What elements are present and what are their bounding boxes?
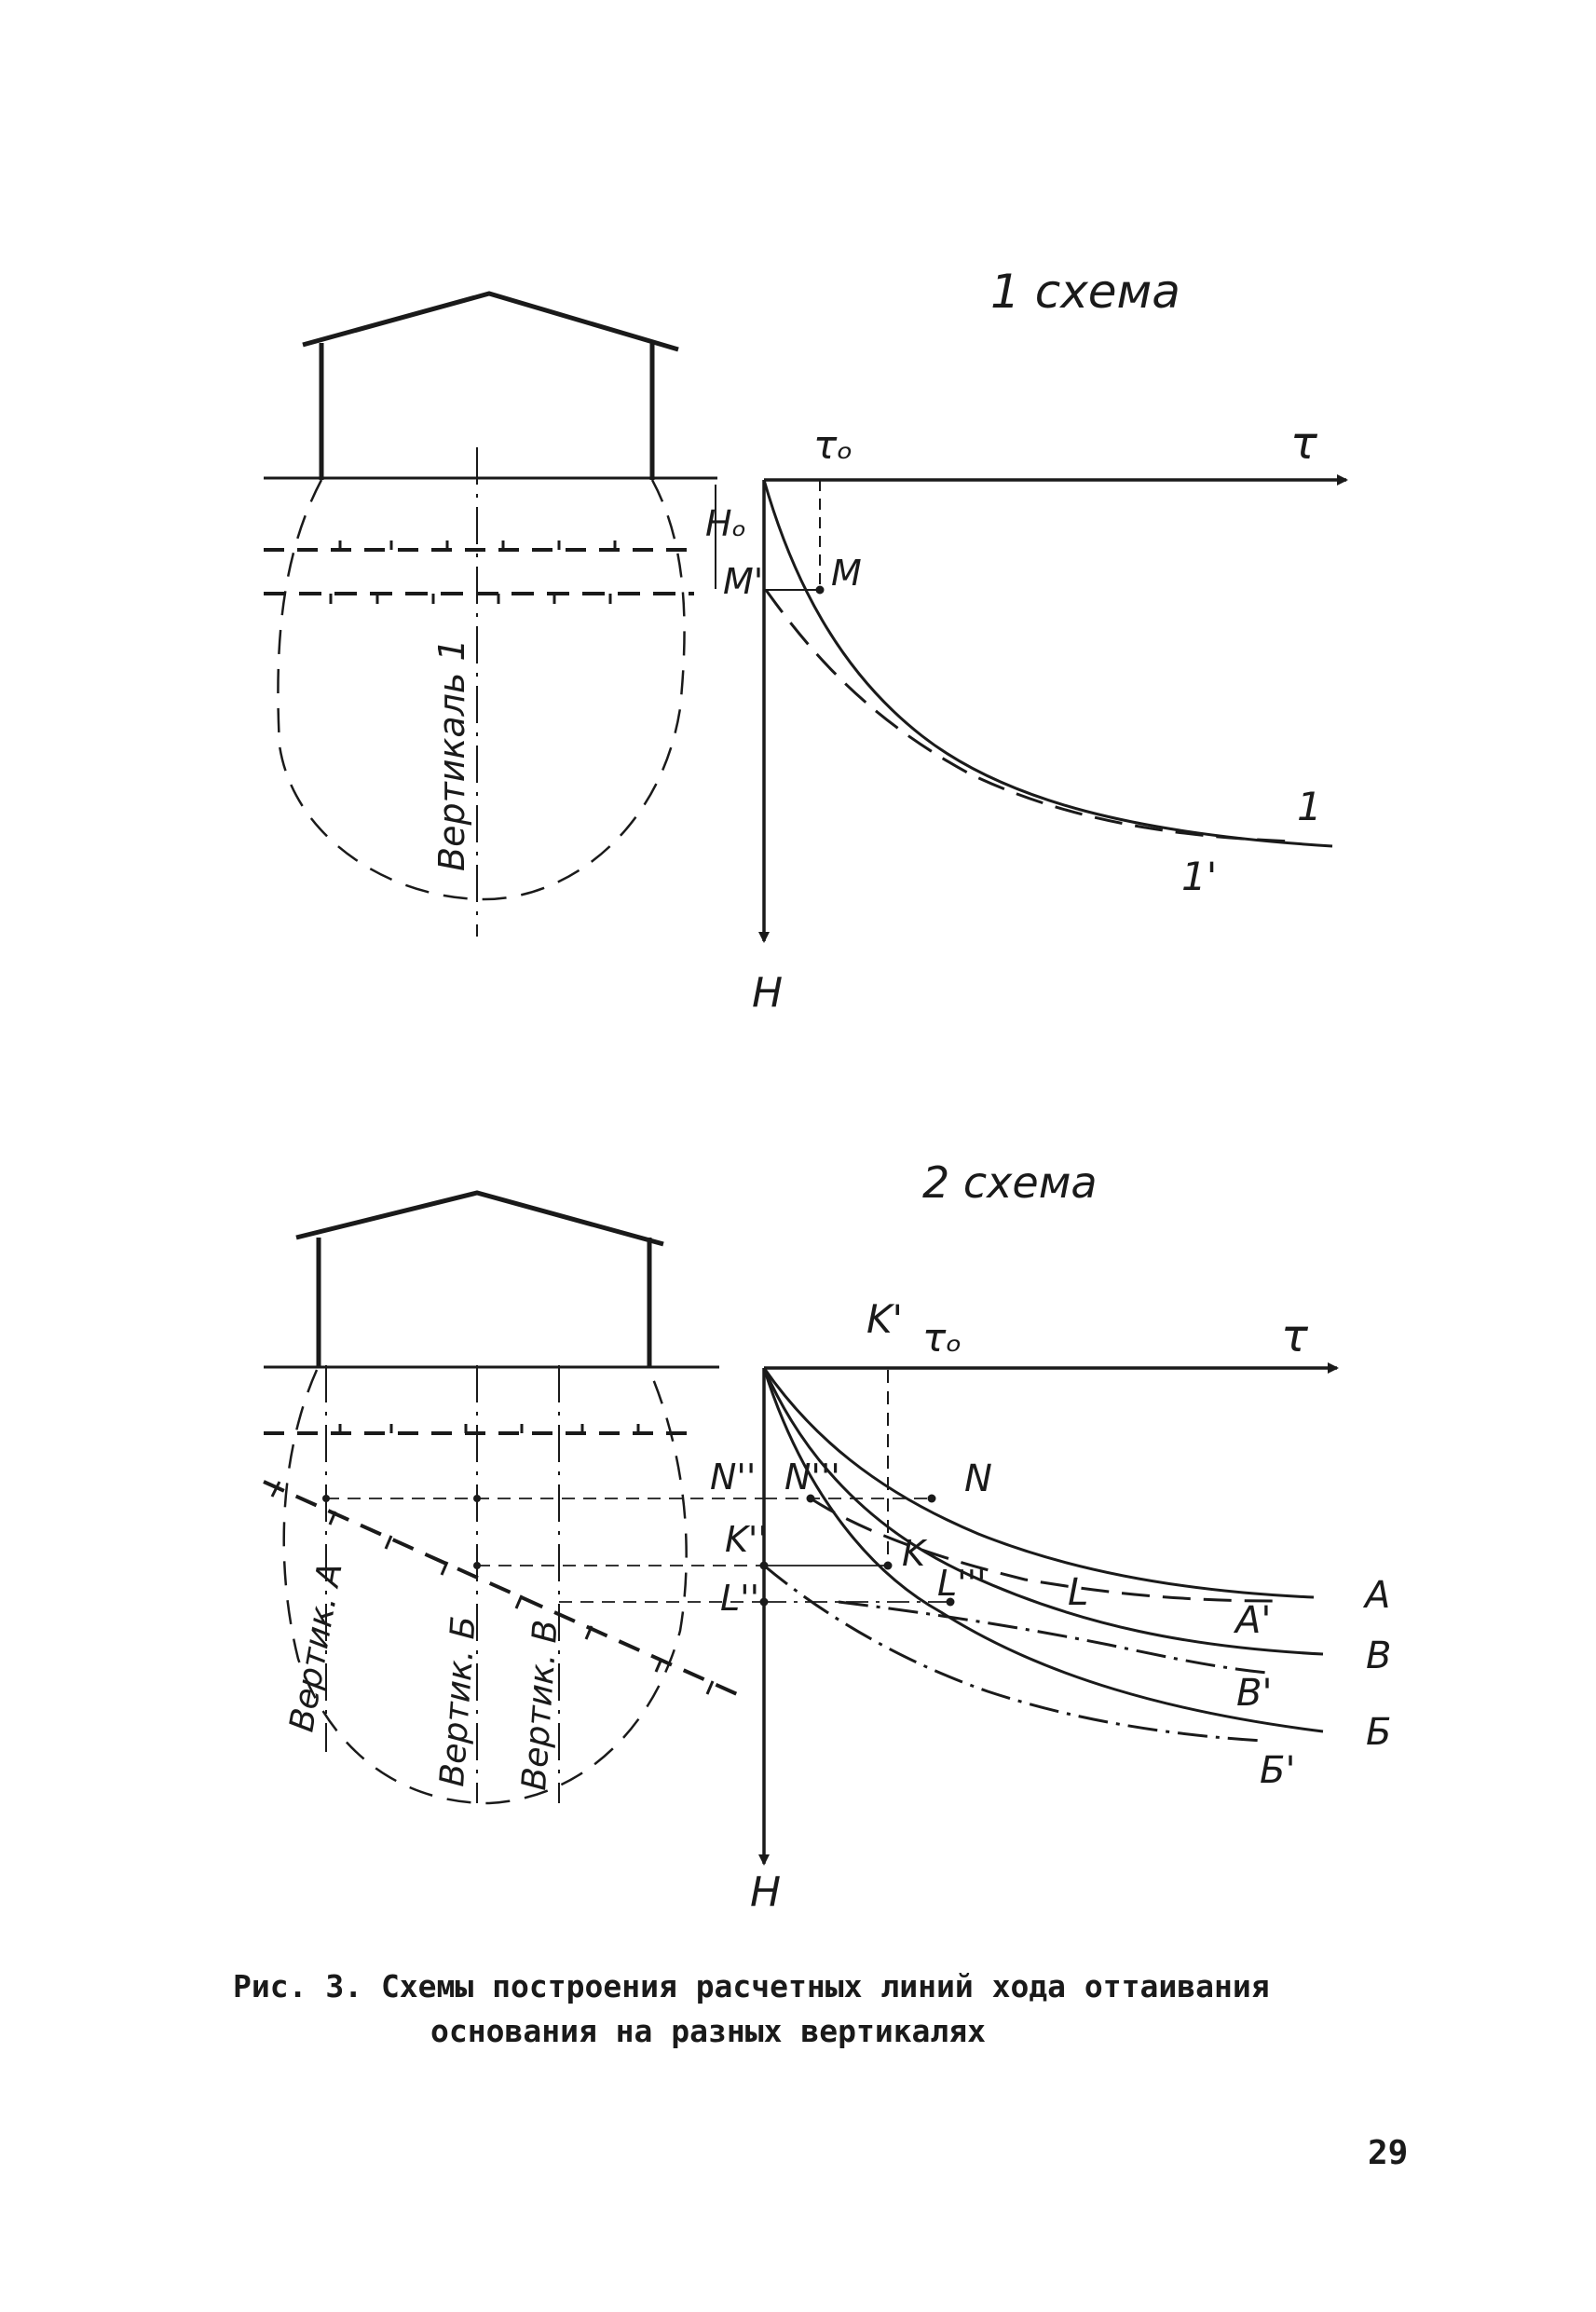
- curve-b-prime-label: Б': [1260, 1749, 1295, 1792]
- caption-line-1: Рис. 3. Схемы построения расчетных линий…: [233, 1968, 1270, 2004]
- n-label: N: [964, 1457, 992, 1500]
- vertical-v-label: Вертик. В: [515, 1619, 566, 1792]
- curve-a-prime: [810, 1497, 1277, 1603]
- k-prime-label: K': [866, 1296, 903, 1342]
- vertical-a-label: Вертик. А: [282, 1560, 349, 1735]
- l3-label: L''': [937, 1563, 987, 1604]
- curve-1-prime-label: 1': [1181, 854, 1217, 899]
- vertical-1-label: Вертикаль 1: [431, 638, 472, 871]
- k2-label: K'': [725, 1519, 768, 1560]
- projection-lines-2: [326, 1498, 764, 1603]
- frost-lines-1: [264, 548, 694, 595]
- house-2: [295, 1190, 664, 1367]
- scheme-2-tau-label: τ: [1281, 1310, 1309, 1362]
- curve-v-prime-label: В': [1236, 1672, 1272, 1715]
- scheme-2: [263, 1190, 1339, 1866]
- scheme-1: [264, 291, 1348, 943]
- scheme-1-h-label: H: [752, 969, 783, 1017]
- scheme-1-title: 1 схема: [990, 265, 1180, 319]
- curve-v: [762, 1367, 1324, 1656]
- scheme-1-tau0-label: τₒ: [813, 422, 853, 468]
- curve-b: [762, 1367, 1324, 1733]
- scheme-2-h-label: H: [750, 1868, 781, 1916]
- curve-a-label: А: [1362, 1574, 1390, 1617]
- frost-ticks-1: [329, 540, 617, 604]
- vertical-b-label: Вертик. Б: [433, 1615, 484, 1788]
- scheme-2-title: 2 схема: [922, 1157, 1098, 1208]
- n2-label: N'': [710, 1457, 756, 1498]
- scheme-2-tau0-label: τₒ: [922, 1315, 962, 1361]
- curve-b-label: Б: [1366, 1711, 1391, 1754]
- k-label: K: [902, 1533, 928, 1574]
- frost-ticks-2b: [270, 1481, 715, 1695]
- curve-1-prime: [764, 589, 1296, 843]
- house-1: [302, 291, 679, 480]
- point-m-prime-label: M': [723, 561, 763, 602]
- points-2: [322, 1494, 955, 1607]
- n3-label: N''': [784, 1457, 840, 1498]
- frost-line-2b: [263, 1480, 746, 1700]
- thaw-bowl-1: [277, 479, 686, 901]
- point-m-label: M: [831, 553, 862, 594]
- caption-line-2: основания на разных вертикалях: [430, 2013, 987, 2049]
- point-m-dot: [815, 585, 825, 595]
- figure-caption: Рис. 3. Схемы построения расчетных линий…: [233, 1964, 1444, 2054]
- frost-ticks-2a: [338, 1424, 640, 1433]
- page-number: 29: [1368, 2134, 1409, 2172]
- l-label: L: [1068, 1571, 1088, 1614]
- curve-1-label: 1: [1297, 784, 1322, 829]
- curve-v-prime: [838, 1600, 1268, 1675]
- curve-1: [762, 479, 1333, 848]
- curve-b-prime: [763, 1564, 1263, 1743]
- curve-v-label: В: [1366, 1635, 1391, 1677]
- curve-a-prime-label: А': [1233, 1599, 1271, 1642]
- scheme-1-tau-label: τ: [1290, 417, 1318, 470]
- l2-label: L'': [720, 1578, 759, 1619]
- thaw-bowl-2: [282, 1369, 688, 1805]
- curve-a: [762, 1367, 1315, 1599]
- scheme-1-h0-label: Hₒ: [705, 503, 746, 544]
